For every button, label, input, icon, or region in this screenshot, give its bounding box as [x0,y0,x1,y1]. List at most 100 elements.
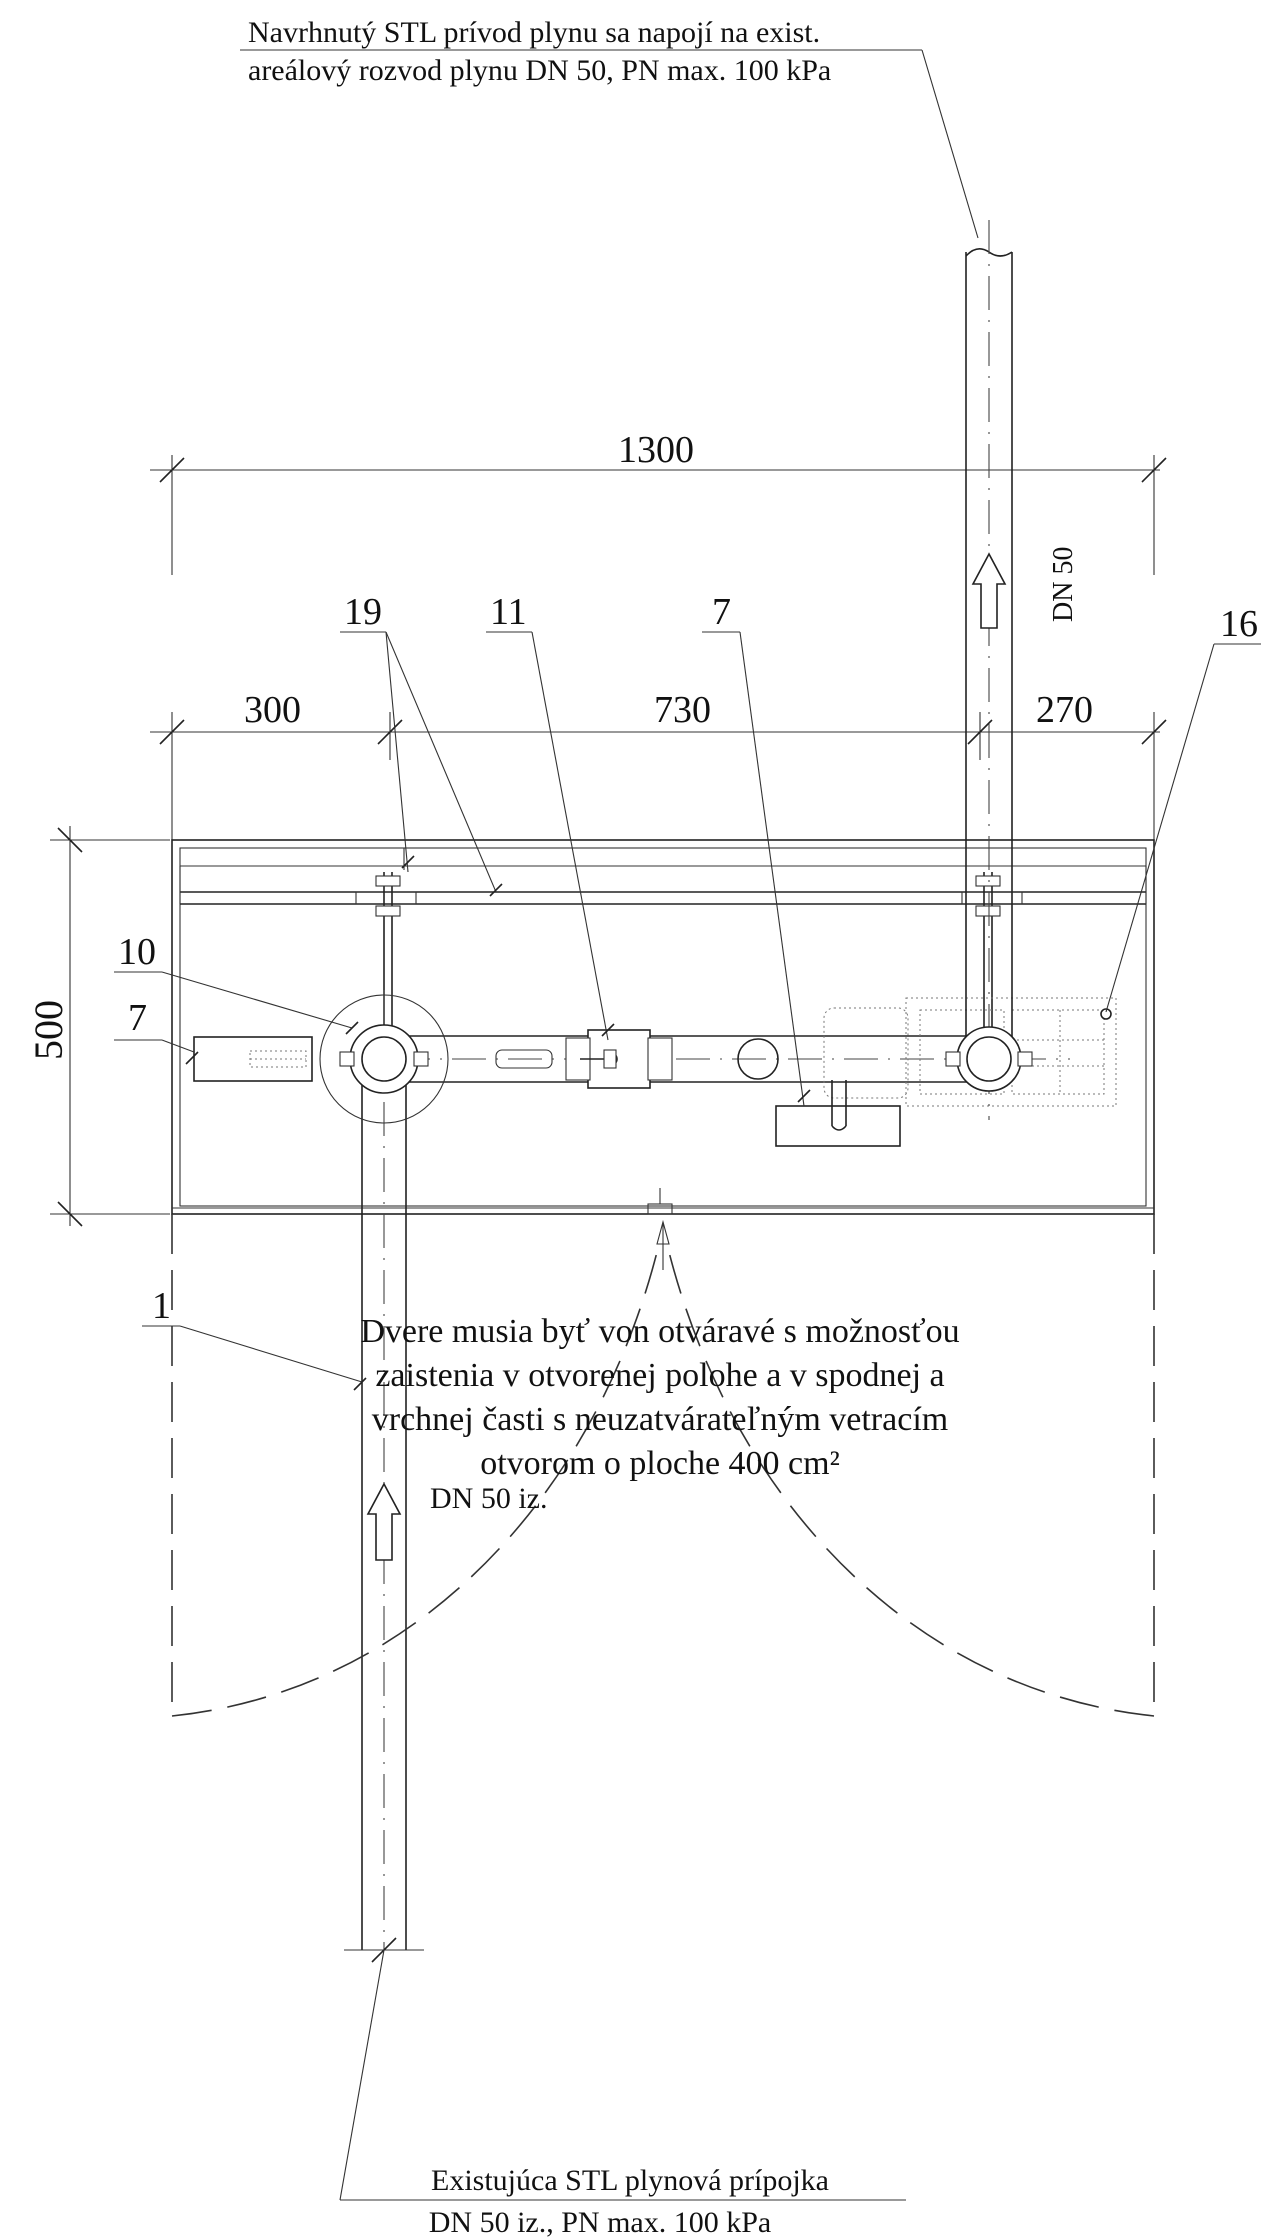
right-door-arc [665,1239,1155,1717]
callout-7-top-number: 7 [712,591,731,633]
dimension-overall-width: 1300 [150,429,1167,575]
left-component-body [193,1036,313,1082]
outlet-note: Navrhnutý STL prívod plynu sa napojí na … [240,16,979,239]
support-nut [975,875,1001,887]
callout-tick [601,1023,615,1037]
outlet-note-line-1: Navrhnutý STL prívod plynu sa napojí na … [248,16,820,49]
dimension-overall-width-value: 1300 [618,429,694,471]
inlet-riser [319,990,449,1963]
valve-handle-grip [603,1049,617,1069]
left-door-arc [171,1239,661,1717]
filter-body [775,1105,901,1147]
callout-tick [489,883,503,897]
support-nut [375,905,401,917]
callout-leader [385,631,497,893]
dimension-chain: 300 730 270 [150,689,1167,840]
tick-mark [377,719,403,745]
filter-block [775,1080,901,1147]
callout-tick [185,1051,199,1065]
tick-mark [57,827,83,853]
callout-16: 16 [1105,603,1261,1013]
outlet-note-line-2: areálový rozvod plynu DN 50, PN max. 100… [248,54,831,87]
pipe-support-right [961,872,1023,1048]
inlet-note-line-1: Existujúca STL plynová prípojka [431,2164,829,2197]
callout-leader [161,971,353,1029]
flow-arrow-up [971,552,1007,629]
tick-mark [57,1201,83,1227]
pipe-support-left [355,848,417,1048]
dimension-height-value: 500 [26,1000,71,1060]
clamp-bolt [1017,1051,1033,1067]
callout-leader [1105,643,1215,1013]
gas-cabinet [171,839,1155,1215]
outlet-riser: DN 50 [945,220,1079,1120]
door-note-line-3: vrchnej časti s neuzatvárateľným vetrací… [372,1401,948,1438]
support-nut [375,875,401,887]
pipe-reducer [495,1049,553,1069]
clamp-bolt [339,1051,355,1067]
door-swing [171,1214,1155,1717]
horizontal-pipe [340,1035,1070,1083]
inlet-note-line-2: DN 50 iz., PN max. 100 kPa [429,2206,771,2238]
cabinet-inner-outline [179,847,1147,1207]
outlet-pipe-label: DN 50 [1048,547,1079,622]
callout-leader [179,1325,363,1383]
callout-11: 11 [486,591,615,1041]
inlet-pipe-label: DN 50 iz. [430,1482,547,1515]
callout-16-number: 16 [1220,603,1258,645]
dimension-right-value: 270 [1036,689,1093,731]
door-note: Dvere musia byť von otváravé s možnosťou… [360,1313,959,1482]
callout-tick [345,1021,359,1035]
inlet-note: Existujúca STL plynová prípojka DN 50 iz… [339,1949,906,2238]
callout-leader [531,631,609,1041]
callout-19-number: 19 [344,591,382,633]
callout-tick [401,855,415,869]
clamp-bolt [413,1051,429,1067]
tick-mark [1141,719,1167,745]
callout-1: 1 [142,1285,367,1391]
support-nut [975,905,1001,917]
door-note-line-4: otvorom o ploche 400 cm² [480,1445,840,1482]
callout-tick [353,1377,367,1391]
callout-7-top: 7 [702,591,811,1107]
wall-sleeve [319,994,449,1124]
dimension-left-value: 300 [244,689,301,731]
callout-leader [385,631,409,873]
callout-7-left-number: 7 [128,997,147,1039]
callout-1-number: 1 [152,1285,171,1327]
outlet-pipe-clamp-inner [966,1036,1012,1082]
callout-11-number: 11 [490,591,527,633]
left-component [193,1036,313,1082]
pipe-clamp-outer [349,1024,419,1094]
tick-mark [967,719,993,745]
callout-leader [739,631,805,1107]
pipe-clamp-inner [361,1036,407,1082]
tick-mark [1141,457,1167,483]
door-center-mark [656,1219,670,1245]
callout-leader [161,1039,195,1053]
callout-19: 19 [340,591,503,897]
valve-end [647,1037,673,1081]
filter-stem-end [831,1125,847,1131]
callout-10: 10 [114,931,359,1035]
dimension-height: 500 [26,826,170,1227]
callout-7-left: 7 [114,997,199,1065]
outlet-note-leader [921,49,979,239]
tick-mark [159,457,185,483]
door-note-line-2: zaistenia v otvorenej polohe a v spodnej… [375,1357,944,1394]
callout-tick [797,1089,811,1103]
regulator-outline [905,997,1117,1107]
vent-point [1100,1008,1112,1020]
callout-10-number: 10 [118,931,156,973]
tick-mark [159,719,185,745]
inlet-note-leader [339,1949,385,2201]
clamp-bolt [945,1051,961,1067]
support-bracket [355,891,417,905]
flow-arrow-up [366,1482,402,1561]
cabinet-outer-outline [171,839,1155,1215]
dimension-middle-value: 730 [654,689,711,731]
regulator-outline [823,1007,909,1099]
ball-valve [565,1029,673,1089]
pipe-fitting [737,1038,779,1080]
